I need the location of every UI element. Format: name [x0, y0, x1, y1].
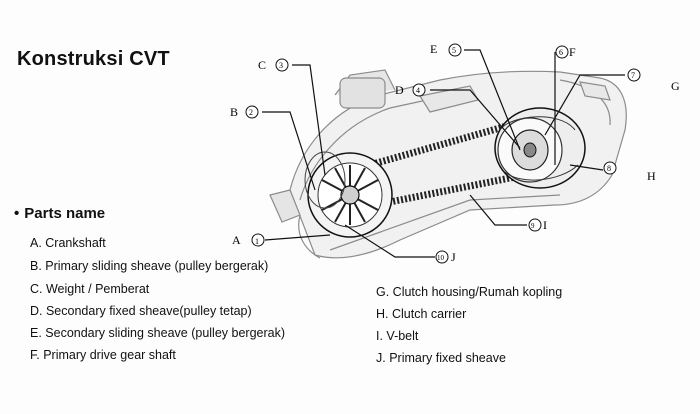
callout-F: 6 F	[555, 45, 576, 59]
part-h: H. Clutch carrier	[376, 307, 467, 321]
part-a: A. Crankshaft	[30, 236, 106, 250]
callout-B: B 2	[230, 105, 259, 119]
svg-text:4: 4	[416, 86, 420, 95]
svg-text:A: A	[232, 233, 241, 247]
part-e: E. Secondary sliding sheave (pulley berg…	[30, 326, 285, 340]
svg-text:7: 7	[631, 71, 635, 80]
callout-A: A 1	[232, 233, 265, 247]
part-i: I. V-belt	[376, 329, 419, 343]
part-b: B. Primary sliding sheave (pulley berger…	[30, 259, 269, 273]
svg-text:6: 6	[559, 48, 563, 57]
svg-text:C: C	[258, 58, 266, 72]
svg-text:B: B	[230, 105, 238, 119]
svg-text:F: F	[569, 45, 576, 59]
svg-text:H: H	[647, 169, 656, 183]
callout-H: 8 H	[603, 161, 656, 183]
parts-heading: •Parts name	[14, 205, 105, 222]
svg-text:1: 1	[255, 237, 259, 246]
svg-text:J: J	[451, 250, 456, 264]
callout-I: 9 I	[528, 218, 547, 232]
part-j: J. Primary fixed sheave	[376, 351, 506, 365]
svg-text:I: I	[543, 218, 547, 232]
svg-text:9: 9	[531, 222, 535, 230]
svg-text:2: 2	[249, 108, 253, 117]
parts-heading-text: Parts name	[24, 205, 106, 222]
part-f: F. Primary drive gear shaft	[30, 348, 176, 362]
svg-text:G: G	[671, 79, 680, 93]
svg-text:8: 8	[607, 164, 611, 173]
callout-D: D 4	[395, 83, 426, 97]
page-title: Konstruksi CVT	[17, 48, 170, 70]
part-g: G. Clutch housing/Rumah kopling	[376, 285, 563, 299]
callout-C: C 3	[258, 58, 289, 72]
callout-G: 7 G	[627, 68, 680, 93]
part-d: D. Secondary fixed sheave(pulley tetap)	[30, 304, 252, 318]
part-c: C. Weight / Pemberat	[30, 282, 150, 296]
primary-pulley	[304, 151, 393, 238]
callout-J: 10 J	[435, 250, 456, 264]
callout-E: E 5	[430, 42, 462, 57]
svg-text:5: 5	[452, 46, 456, 55]
svg-text:10: 10	[437, 254, 445, 262]
bullet-icon: •	[14, 205, 20, 222]
svg-text:E: E	[430, 42, 437, 56]
svg-text:3: 3	[279, 61, 283, 70]
leader-lines	[262, 49, 625, 258]
svg-text:D: D	[395, 83, 404, 97]
